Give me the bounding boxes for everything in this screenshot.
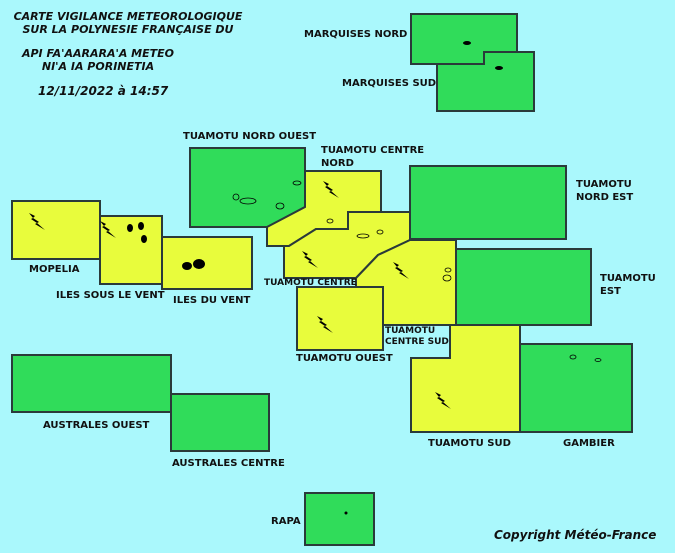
issue-datetime: 12/11/2022 à 14:57 (38, 84, 169, 98)
label-tuamotu-nord-ouest: TUAMOTU NORD OUEST (183, 131, 317, 142)
label-iles-du-vent: ILES DU VENT (173, 295, 251, 306)
label-australes-centre: AUSTRALES CENTRE (172, 458, 285, 469)
zone-tuamotu-sud[interactable] (410, 324, 521, 433)
label-mopelia: MOPELIA (29, 264, 80, 275)
label-tuamotu-ouest: TUAMOTU OUEST (296, 353, 393, 364)
label-australes-ouest: AUSTRALES OUEST (43, 420, 150, 431)
label-rapa: RAPA (271, 516, 301, 527)
label-tuamotu-sud: TUAMOTU SUD (428, 438, 511, 449)
zone-tuamotu-nord-est[interactable] (409, 165, 567, 240)
zone-tuamotu-est[interactable] (455, 248, 592, 326)
zone-marquises-sud[interactable] (436, 51, 535, 112)
zone-iles-du-vent[interactable] (161, 236, 253, 290)
zone-tuamotu-ouest[interactable] (296, 286, 384, 351)
zone-rapa[interactable] (304, 492, 375, 546)
label-marquises-sud: MARQUISES SUD (342, 78, 437, 89)
label-iles-sous-le-vent: ILES SOUS LE VENT (56, 290, 165, 301)
label-gambier: GAMBIER (563, 438, 615, 449)
zone-australes-ouest[interactable] (11, 354, 172, 413)
copyright: Copyright Météo-France (494, 528, 657, 542)
island-shapes (127, 41, 503, 515)
zone-gambier[interactable] (519, 343, 633, 433)
zone-australes-centre[interactable] (170, 393, 270, 452)
label-tuamotu-centre: TUAMOTU CENTRE (264, 278, 357, 288)
label-marquises-nord: MARQUISES NORD (304, 29, 408, 40)
zone-mopelia[interactable] (11, 200, 101, 260)
atoll-outlines (232, 180, 602, 362)
